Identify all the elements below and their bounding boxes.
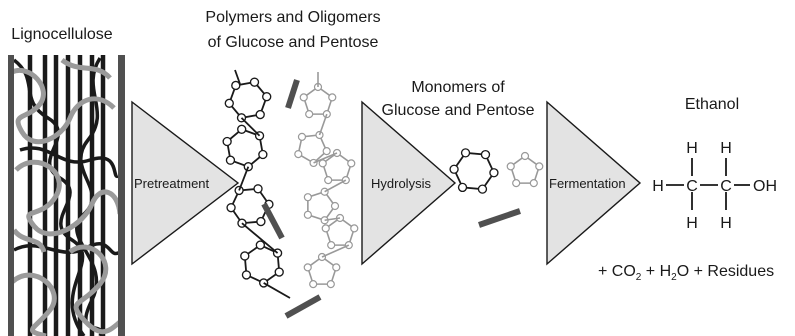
byproduct-h: + H (641, 263, 671, 280)
glucose-unit (222, 124, 268, 172)
lignin-fragment (284, 294, 322, 319)
subscript-2: 2 (671, 272, 677, 283)
glycosidic-bond (324, 179, 347, 193)
glycosidic-bond (313, 152, 338, 164)
lignin-fragments (261, 79, 521, 319)
lignocellulose-label: Lignocellulose (11, 26, 113, 43)
glycosidic-bond (321, 244, 350, 258)
ethanol-atom-h: H (686, 215, 698, 232)
ethanol-atom-c: C (720, 178, 732, 195)
monomers-group (449, 148, 544, 194)
pentose-unit (303, 252, 341, 289)
hydrolysis-label: Hydrolysis (371, 176, 431, 191)
lignin-fragment (261, 202, 285, 240)
glycosidic-bond (241, 222, 279, 254)
glucose-unit (240, 240, 284, 288)
glycosidic-bond (240, 117, 261, 137)
lignin-fragment (285, 79, 300, 109)
glycosidic-bond (234, 69, 241, 85)
glycosidic-bond (324, 217, 341, 222)
ethanol-atom-h: H (720, 215, 732, 232)
polymers-label-line2: of Glucose and Pentose (208, 34, 379, 51)
lignin-fragment (478, 208, 521, 228)
pentose-unit (299, 82, 337, 119)
pentose-monomer (506, 151, 544, 188)
pentose-oligomer-chain (294, 72, 359, 289)
glycosidic-bond (318, 113, 328, 136)
polymers-label-line1: Polymers and Oligomers (205, 9, 380, 26)
glucose-unit (224, 77, 272, 123)
pentose-unit (321, 213, 359, 250)
ethanol-structure: H H H C C OH H H (652, 140, 777, 232)
monomers-label-line1: Monomers of (411, 79, 505, 96)
fermentation-label: Fermentation (549, 176, 626, 191)
pretreatment-arrow: Pretreatment (131, 100, 240, 266)
ethanol-atom-c: C (686, 178, 698, 195)
byproducts-line: + CO2 + H2O + Residues (598, 263, 774, 283)
byproduct-co: + CO (598, 263, 636, 280)
lignocellulose-fiber-block (8, 55, 125, 336)
ethanol-atom-h: H (686, 140, 698, 157)
pretreatment-label: Pretreatment (134, 176, 210, 191)
glucose-polymer-chain (222, 69, 291, 299)
glycosidic-bond (263, 282, 291, 299)
ethanol-atom-oh: OH (753, 178, 777, 195)
subscript-2: 2 (636, 272, 642, 283)
ethanol-label: Ethanol (685, 96, 739, 113)
monomers-label-line2: Glucose and Pentose (382, 102, 535, 119)
ethanol-atom-h: H (720, 140, 732, 157)
byproduct-residues: O + Residues (677, 263, 774, 280)
glucose-monomer (449, 148, 499, 194)
glycosidic-bond (238, 166, 250, 191)
ethanol-atom-h: H (652, 178, 664, 195)
hydrolysis-arrow: Hydrolysis (361, 100, 457, 266)
fermentation-arrow: Fermentation (546, 100, 642, 266)
